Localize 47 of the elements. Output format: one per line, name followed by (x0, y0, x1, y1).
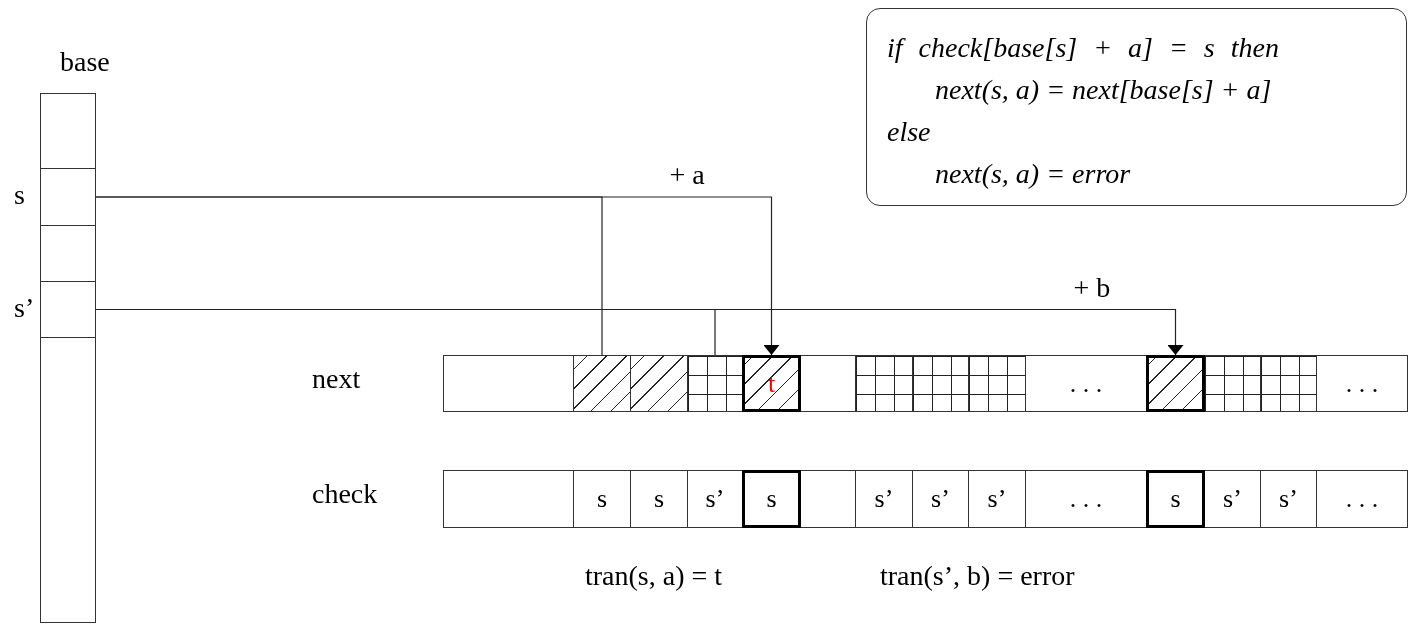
array-cell: . . . (1025, 470, 1147, 528)
array-label: next (312, 363, 361, 395)
array-cell (40, 225, 96, 282)
code-line: if check[base[s] + a] = s then (887, 31, 1279, 65)
hatched-cell (1146, 355, 1205, 412)
array-cell (40, 93, 96, 169)
grid-cell (855, 355, 913, 412)
formula-text: tran(s’, b) = error (880, 560, 1075, 592)
grid-cell (1260, 355, 1317, 412)
array-cell: s’ (912, 470, 969, 528)
formula-text: tran(s, a) = t (585, 560, 723, 592)
array-cell: s’ (855, 470, 913, 528)
hatched-cell: t (742, 355, 801, 412)
hatched-cell (630, 355, 688, 412)
array-cell (40, 281, 96, 338)
array-cell: s (630, 470, 688, 528)
array-cell (40, 337, 96, 623)
grid-cell (1204, 355, 1261, 412)
grid-cell (912, 355, 969, 412)
array-cell: . . . (1316, 470, 1408, 528)
array-label: base (60, 46, 110, 78)
code-line: else (887, 115, 931, 149)
array-cell (800, 355, 856, 412)
grid-cell (687, 355, 743, 412)
hatched-cell (573, 355, 631, 412)
array-cell: s’ (1204, 470, 1261, 528)
index-label: s’ (14, 291, 35, 324)
array-cell: . . . (1025, 355, 1147, 412)
code-line: next(s, a) = error (935, 157, 1131, 191)
array-cell (800, 470, 856, 528)
array-cell (443, 470, 574, 528)
array-cell: s (742, 470, 801, 528)
array-cell: s’ (687, 470, 743, 528)
array-cell: . . . (1316, 355, 1408, 412)
array-cell (40, 168, 96, 226)
grid-cell (968, 355, 1026, 412)
connector-line (95, 196, 603, 356)
array-cell: s’ (1260, 470, 1317, 528)
array-cell (443, 355, 574, 412)
array-cell: s (1146, 470, 1205, 528)
code-line: next(s, a) = next[base[s] + a] (935, 73, 1272, 107)
connector-line (95, 308, 716, 356)
code-box (866, 8, 1407, 206)
array-label: check (312, 478, 378, 510)
array-cell: s (573, 470, 631, 528)
array-cell: s’ (968, 470, 1026, 528)
index-label: s (14, 179, 25, 211)
